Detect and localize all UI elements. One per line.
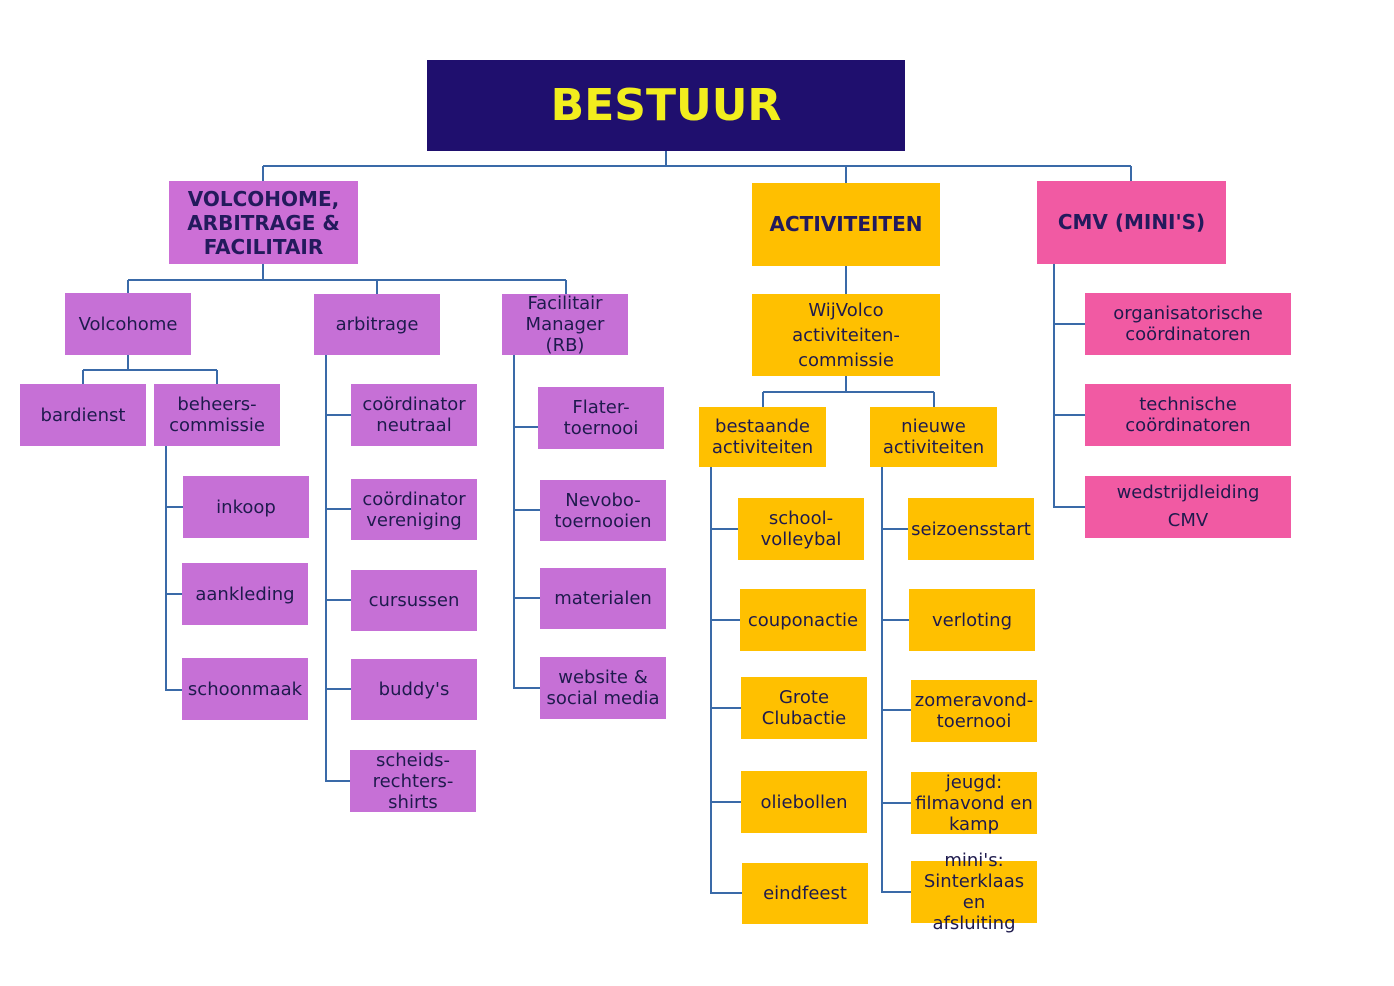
arbitrage-box: arbitrage xyxy=(314,294,440,355)
oliebollen-box: oliebollen xyxy=(741,771,867,833)
coordinator-vereniging-box: coördinator vereniging xyxy=(351,479,477,540)
inkoop-box: inkoop xyxy=(183,476,309,538)
cursussen-box: cursussen xyxy=(351,570,477,631)
scheidsrechters-shirts-box: scheids- rechters- shirts xyxy=(350,750,476,813)
zomeravondtoernooi-box: zomeravond- toernooi xyxy=(911,680,1037,742)
nieuwe-activiteiten-box: nieuwe activiteiten xyxy=(870,407,997,467)
bestuur-box: BESTUUR xyxy=(427,60,905,151)
organisatorische-coordinatoren-box: organisatorische coördinatoren xyxy=(1085,293,1291,355)
cmv-branch-header: CMV (MINI'S) xyxy=(1037,181,1226,264)
buddys-box: buddy's xyxy=(351,659,477,720)
website-social-media-box: website & social media xyxy=(540,657,666,719)
technische-coordinatoren-box: technische coördinatoren xyxy=(1085,384,1291,446)
bardienst-box: bardienst xyxy=(20,384,146,446)
bestaande-activiteiten-box: bestaande activiteiten xyxy=(699,407,826,467)
jeugd-filmavond-kamp-box: jeugd: filmavond en kamp xyxy=(911,772,1037,835)
schoolvolleybal-box: school- volleybal xyxy=(738,498,864,560)
wedstrijdleiding-cmv-box: wedstrijdleiding CMV xyxy=(1085,476,1291,538)
eindfeest-box: eindfeest xyxy=(742,863,868,924)
coordinator-neutraal-box: coördinator neutraal xyxy=(351,384,477,446)
seizoensstart-box: seizoensstart xyxy=(908,498,1034,560)
aankleding-box: aankleding xyxy=(182,563,308,625)
flatertoernooi-box: Flater- toernooi xyxy=(538,387,664,449)
volcohome-branch-header: VOLCOHOME, ARBITRAGE & FACILITAIR xyxy=(169,181,358,264)
nevobo-toernooien-box: Nevobo- toernooien xyxy=(540,480,666,541)
volcohome-box: Volcohome xyxy=(65,293,191,355)
couponactie-box: couponactie xyxy=(740,589,866,651)
schoonmaak-box: schoonmaak xyxy=(182,658,308,720)
wijvolco-commissie-box: WijVolco activiteiten- commissie xyxy=(752,294,940,376)
activiteiten-branch-header: ACTIVITEITEN xyxy=(752,183,940,266)
grote-clubactie-box: Grote Clubactie xyxy=(741,677,867,739)
minis-sinterklaas-afsluiting-box: mini's: Sinterklaas en afsluiting xyxy=(911,850,1037,934)
verloting-box: verloting xyxy=(909,589,1035,651)
beheerscommissie-box: beheers- commissie xyxy=(154,384,280,446)
materialen-box: materialen xyxy=(540,568,666,629)
facilitair-manager-box: Facilitair Manager (RB) xyxy=(502,293,628,356)
